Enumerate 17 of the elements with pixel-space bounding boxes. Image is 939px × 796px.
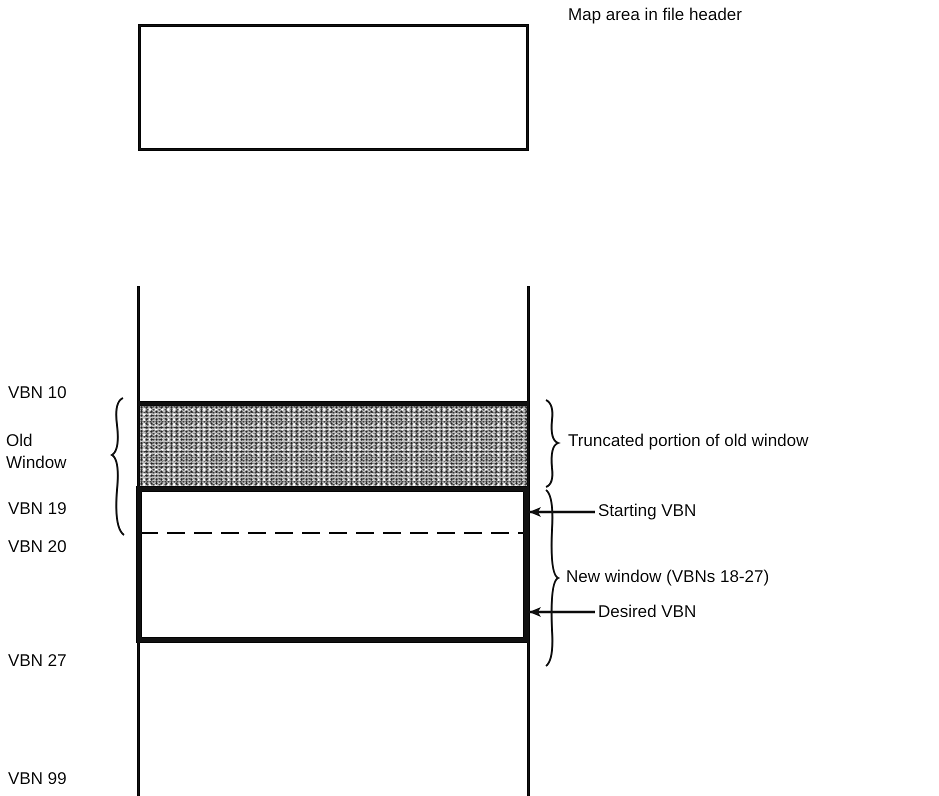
node-label: Starting VBN <box>598 500 696 522</box>
annotation-label: New window (VBNs 18-27) <box>566 566 770 588</box>
node-label: Desired VBN <box>598 601 696 623</box>
annotation-label: VBN 27 <box>8 650 67 672</box>
annotation-label: VBN 99 <box>8 768 67 790</box>
node-label: Map area in file header <box>568 4 742 26</box>
annotation-label: VBN 10 <box>8 382 67 404</box>
annotation-label: VBN 19 <box>8 498 67 520</box>
annotation-label: Truncated portion of old window <box>568 430 808 452</box>
shaded-block <box>140 401 527 489</box>
block-box <box>138 24 529 151</box>
arrow <box>529 607 595 617</box>
annotation-label: VBN 20 <box>8 536 67 558</box>
window-box <box>136 486 529 643</box>
annotation-label: Old Window <box>6 430 66 474</box>
file-column <box>137 286 530 796</box>
arrow <box>529 507 595 517</box>
